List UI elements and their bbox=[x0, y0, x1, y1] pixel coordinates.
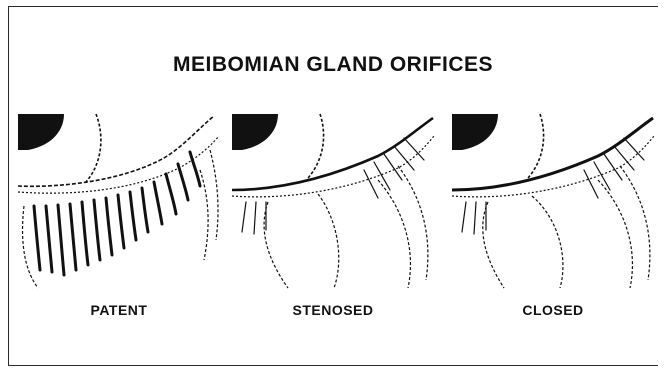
panel-closed bbox=[448, 110, 658, 295]
label-stenosed: STENOSED bbox=[228, 302, 438, 318]
eyelid-closed-illustration bbox=[448, 110, 658, 295]
eyelid-patent-illustration bbox=[14, 110, 224, 295]
panel-patent bbox=[14, 110, 224, 295]
figure-title: MEIBOMIAN GLAND ORIFICES bbox=[0, 53, 666, 77]
panel-stenosed bbox=[228, 110, 438, 295]
eyelid-stenosed-illustration bbox=[228, 110, 438, 295]
pupil-shape bbox=[18, 114, 64, 150]
label-closed: CLOSED bbox=[448, 302, 658, 318]
label-patent: PATENT bbox=[14, 302, 224, 318]
